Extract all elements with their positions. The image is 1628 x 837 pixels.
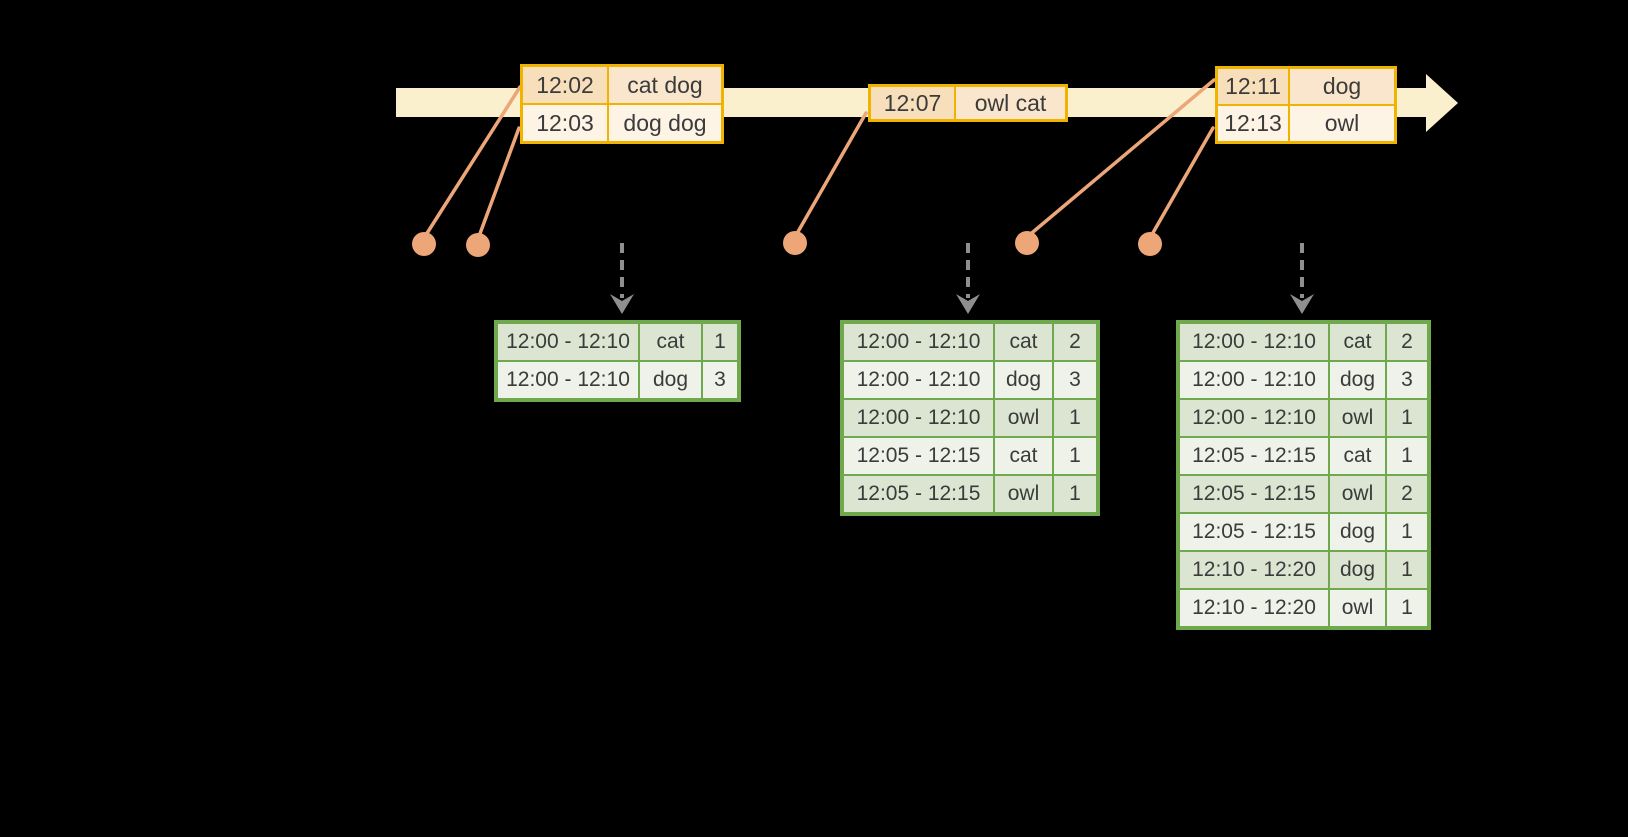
trigger-arrow bbox=[956, 243, 980, 314]
count-cell: 2 bbox=[1387, 476, 1427, 512]
table-row: 12:05 - 12:15 owl 2 bbox=[1180, 476, 1427, 512]
table-row: 12:10 - 12:20 owl 1 bbox=[1180, 590, 1427, 626]
count-cell: 1 bbox=[1387, 438, 1427, 474]
table-row: 12:00 - 12:10 dog 3 bbox=[498, 362, 737, 398]
event-time: 12:11 bbox=[1218, 69, 1288, 104]
event-box-1: 12:02 cat dog 12:03 dog dog bbox=[520, 64, 724, 144]
word-cell: cat bbox=[995, 324, 1052, 360]
event-marker-dot bbox=[783, 231, 807, 255]
table-row: 12:00 - 12:10 dog 3 bbox=[1180, 362, 1427, 398]
down-arrowhead-icon bbox=[610, 294, 634, 314]
event-time: 12:02 bbox=[523, 67, 607, 103]
event-connector-line bbox=[1148, 126, 1215, 240]
event-marker-dot bbox=[1015, 231, 1039, 255]
count-cell: 2 bbox=[1054, 324, 1096, 360]
count-cell: 3 bbox=[703, 362, 737, 398]
event-marker-dot bbox=[1138, 232, 1162, 256]
trigger-arrow bbox=[610, 243, 634, 314]
table-row: 12:05 - 12:15 cat 1 bbox=[1180, 438, 1427, 474]
window-cell: 12:10 - 12:20 bbox=[1180, 552, 1328, 588]
window-cell: 12:10 - 12:20 bbox=[1180, 590, 1328, 626]
word-cell: owl bbox=[995, 476, 1052, 512]
word-cell: owl bbox=[995, 400, 1052, 436]
word-cell: cat bbox=[1330, 438, 1385, 474]
event-connector-line bbox=[476, 126, 521, 241]
down-arrowhead-icon bbox=[956, 294, 980, 314]
event-row: 12:11 dog bbox=[1218, 69, 1394, 104]
down-arrowhead-icon bbox=[1290, 294, 1314, 314]
window-cell: 12:00 - 12:10 bbox=[1180, 324, 1328, 360]
count-cell: 1 bbox=[1387, 400, 1427, 436]
window-cell: 12:05 - 12:15 bbox=[844, 438, 993, 474]
event-row: 12:02 cat dog bbox=[523, 67, 721, 103]
window-cell: 12:00 - 12:10 bbox=[844, 324, 993, 360]
count-cell: 1 bbox=[1387, 552, 1427, 588]
window-cell: 12:00 - 12:10 bbox=[844, 362, 993, 398]
word-cell: dog bbox=[640, 362, 701, 398]
word-cell: owl bbox=[1330, 400, 1385, 436]
event-words: owl cat bbox=[956, 87, 1065, 119]
event-box-3: 12:11 dog 12:13 owl bbox=[1215, 66, 1397, 144]
event-time: 12:03 bbox=[523, 105, 607, 141]
event-box-2: 12:07 owl cat bbox=[868, 84, 1068, 122]
event-marker-dot bbox=[466, 233, 490, 257]
window-cell: 12:05 - 12:15 bbox=[1180, 438, 1328, 474]
count-cell: 2 bbox=[1387, 324, 1427, 360]
event-marker-dot bbox=[412, 232, 436, 256]
event-row: 12:03 dog dog bbox=[523, 105, 721, 141]
event-time: 12:07 bbox=[871, 87, 954, 119]
count-cell: 1 bbox=[1054, 400, 1096, 436]
table-row: 12:05 - 12:15 owl 1 bbox=[844, 476, 1096, 512]
word-cell: dog bbox=[1330, 362, 1385, 398]
word-cell: dog bbox=[1330, 552, 1385, 588]
event-words: cat dog bbox=[609, 67, 721, 103]
table-row: 12:00 - 12:10 cat 2 bbox=[1180, 324, 1427, 360]
event-words: owl bbox=[1290, 106, 1394, 141]
table-row: 12:05 - 12:15 dog 1 bbox=[1180, 514, 1427, 550]
event-row: 12:13 owl bbox=[1218, 106, 1394, 141]
table-row: 12:05 - 12:15 cat 1 bbox=[844, 438, 1096, 474]
word-cell: dog bbox=[1330, 514, 1385, 550]
count-cell: 1 bbox=[1387, 514, 1427, 550]
word-cell: dog bbox=[995, 362, 1052, 398]
count-cell: 1 bbox=[1054, 476, 1096, 512]
timeline-arrowhead-icon bbox=[1426, 74, 1458, 132]
window-cell: 12:00 - 12:10 bbox=[1180, 362, 1328, 398]
word-cell: cat bbox=[640, 324, 701, 360]
word-cell: cat bbox=[995, 438, 1052, 474]
count-cell: 1 bbox=[703, 324, 737, 360]
table-row: 12:00 - 12:10 owl 1 bbox=[1180, 400, 1427, 436]
count-cell: 1 bbox=[1387, 590, 1427, 626]
trigger-arrow bbox=[1290, 243, 1314, 314]
result-table-3: 12:00 - 12:10 cat 2 12:00 - 12:10 dog 3 … bbox=[1176, 320, 1431, 630]
table-row: 12:00 - 12:10 cat 2 bbox=[844, 324, 1096, 360]
count-cell: 3 bbox=[1387, 362, 1427, 398]
table-row: 12:00 - 12:10 cat 1 bbox=[498, 324, 737, 360]
table-row: 12:00 - 12:10 owl 1 bbox=[844, 400, 1096, 436]
event-time: 12:13 bbox=[1218, 106, 1288, 141]
window-cell: 12:00 - 12:10 bbox=[498, 362, 638, 398]
window-cell: 12:05 - 12:15 bbox=[1180, 514, 1328, 550]
window-cell: 12:00 - 12:10 bbox=[498, 324, 638, 360]
window-cell: 12:05 - 12:15 bbox=[1180, 476, 1328, 512]
window-cell: 12:00 - 12:10 bbox=[844, 400, 993, 436]
word-cell: owl bbox=[1330, 590, 1385, 626]
event-words: dog dog bbox=[609, 105, 721, 141]
window-cell: 12:00 - 12:10 bbox=[1180, 400, 1328, 436]
result-table-1: 12:00 - 12:10 cat 1 12:00 - 12:10 dog 3 bbox=[494, 320, 741, 402]
word-cell: cat bbox=[1330, 324, 1385, 360]
table-row: 12:10 - 12:20 dog 1 bbox=[1180, 552, 1427, 588]
count-cell: 3 bbox=[1054, 362, 1096, 398]
window-cell: 12:05 - 12:15 bbox=[844, 476, 993, 512]
event-row: 12:07 owl cat bbox=[871, 87, 1065, 119]
result-table-2: 12:00 - 12:10 cat 2 12:00 - 12:10 dog 3 … bbox=[840, 320, 1100, 516]
word-cell: owl bbox=[1330, 476, 1385, 512]
event-words: dog bbox=[1290, 69, 1394, 104]
event-connector-line bbox=[793, 111, 868, 239]
table-row: 12:00 - 12:10 dog 3 bbox=[844, 362, 1096, 398]
count-cell: 1 bbox=[1054, 438, 1096, 474]
